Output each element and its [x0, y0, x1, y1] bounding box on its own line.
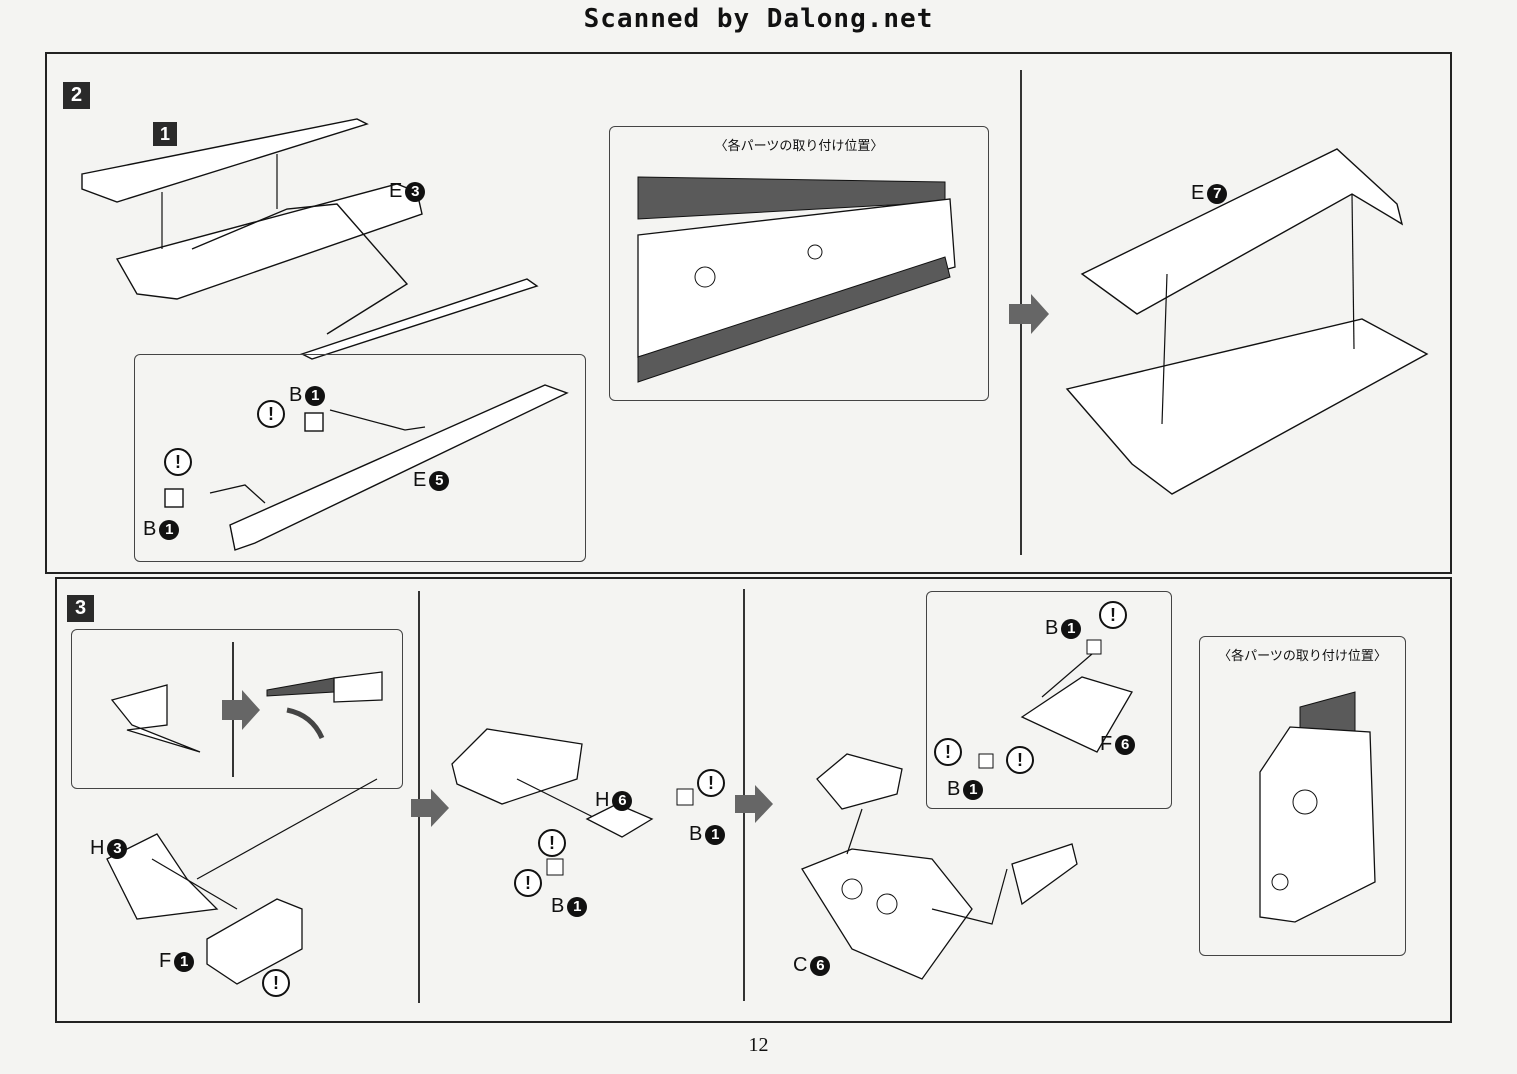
label-b1-bottom-letter: B [143, 518, 157, 540]
e5-part-drawing [164, 384, 569, 551]
label-h6-number: 6 [612, 790, 633, 811]
label-c6-letter: C [793, 954, 808, 976]
label-e5-number: 5 [429, 470, 450, 491]
label-b1-c-number: 1 [1061, 618, 1082, 639]
label-f6-letter: F [1100, 733, 1113, 755]
label-b1-a-letter: B [689, 823, 703, 845]
substep-1-badge: 1 [153, 122, 177, 146]
warning-icon: ! [514, 869, 542, 897]
step-3-badge: 3 [67, 595, 94, 622]
warning-icon: ! [262, 969, 290, 997]
label-h6-letter: H [595, 789, 610, 811]
label-h3-number: 3 [107, 838, 128, 859]
label-b1-d-number: 1 [963, 779, 984, 800]
wing-assembly-drawing [81, 118, 539, 360]
label-b1-b-letter: B [551, 895, 565, 917]
c6-assembly-drawing [801, 753, 1078, 980]
warning-icon: ! [934, 738, 962, 766]
b1-detail-inset [134, 354, 586, 562]
scan-credit: Scanned by Dalong.net [583, 4, 934, 34]
f6-part-drawing [978, 639, 1133, 769]
h6-assembly-drawing [451, 728, 694, 876]
label-b1-c-letter: B [1045, 617, 1059, 639]
wing-final-assembly-drawing [1065, 148, 1429, 495]
step-2-badge: 2 [63, 82, 90, 109]
warning-icon: ! [1099, 601, 1127, 629]
label-b1-a-number: 1 [705, 824, 726, 845]
label-b1-top-letter: B [289, 384, 303, 406]
label-e3-letter: E [389, 180, 403, 202]
label-b1-top-number: 1 [305, 385, 326, 406]
label-b1-d-letter: B [947, 778, 961, 800]
inset-title-2: 〈各パーツの取り付け位置〉 [714, 139, 884, 154]
f6-detail-inset [926, 591, 1172, 809]
h3-f1-assembly-drawing [106, 778, 378, 985]
label-c6-number: 6 [810, 955, 831, 976]
placement-diagram-3 [1259, 691, 1376, 923]
warning-icon: ! [164, 448, 192, 476]
placement-diagram-2 [637, 176, 956, 383]
step-2-panel: 2 1 〈各パーツの取り付け位置〉 [45, 52, 1452, 574]
h3-fold-inset [71, 629, 403, 789]
warning-icon: ! [1006, 746, 1034, 774]
label-e7-number: 7 [1207, 183, 1228, 204]
flow-arrow-2 [1009, 294, 1049, 334]
label-f1-letter: F [159, 950, 172, 972]
flow-arrow-3a [411, 789, 449, 827]
step-3-divider-1 [418, 591, 420, 1003]
h3-fold-drawing [110, 671, 383, 753]
label-b1-bottom-number: 1 [159, 519, 180, 540]
part-position-inset-2: 〈各パーツの取り付け位置〉 [609, 126, 989, 401]
warning-icon: ! [257, 400, 285, 428]
label-f1-number: 1 [174, 951, 195, 972]
label-h3-letter: H [90, 837, 105, 859]
page-number: 12 [748, 1034, 769, 1056]
label-e5-letter: E [413, 469, 427, 491]
part-position-inset-3: 〈各パーツの取り付け位置〉 [1199, 636, 1406, 956]
label-e7-letter: E [1191, 182, 1205, 204]
label-e3-number: 3 [405, 181, 426, 202]
flow-arrow-3b [735, 785, 773, 823]
label-b1-b-number: 1 [567, 896, 588, 917]
warning-icon: ! [538, 829, 566, 857]
label-f6-number: 6 [1115, 734, 1136, 755]
warning-icon: ! [697, 769, 725, 797]
inset-title-3: 〈各パーツの取り付け位置〉 [1218, 649, 1387, 664]
step-3-panel: 3 [55, 577, 1452, 1023]
